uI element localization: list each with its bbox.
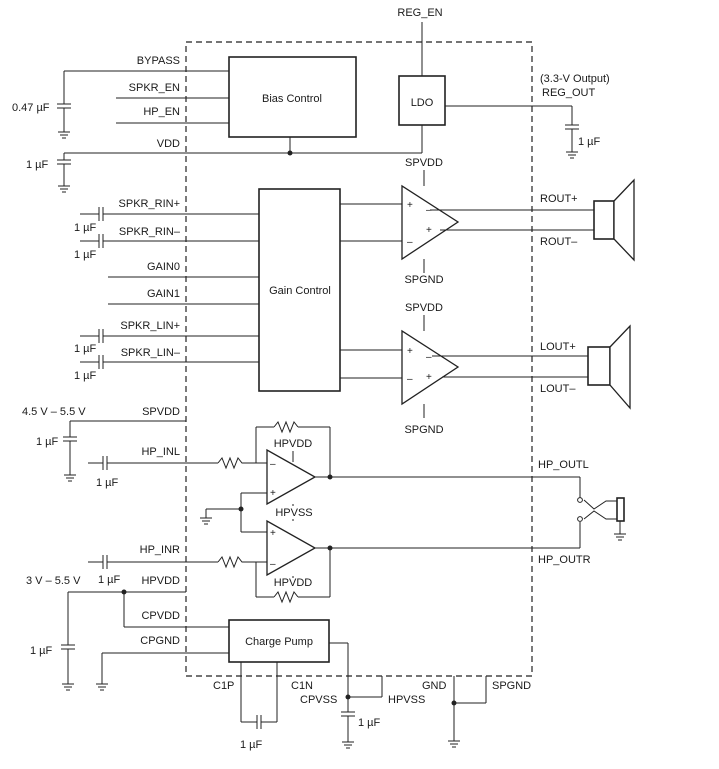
hp-inl-label: HP_INL — [141, 446, 180, 458]
cap-bypass-value: 0.47 µF — [12, 102, 50, 114]
amp-headphone-left — [266, 448, 317, 506]
pin-label-reg-out: REG_OUT — [542, 87, 595, 99]
pin-label-c1n: C1N — [291, 680, 313, 692]
pin-label-gain1: GAIN1 — [147, 288, 180, 300]
ground-icon — [448, 740, 460, 748]
svg-text:+: + — [426, 225, 432, 236]
pin-label-hpvss-bottom: HPVSS — [388, 694, 425, 706]
bias-control-label: Bias Control — [262, 93, 322, 105]
charge-pump-label: Charge Pump — [245, 636, 313, 648]
speaker-left-icon — [587, 324, 631, 410]
ldo-output-note: (3.3-V Output) — [540, 73, 610, 85]
svg-text:+: + — [270, 528, 276, 539]
ground-icon — [200, 517, 212, 525]
pin-label-cpvss: CPVSS — [300, 694, 337, 706]
pin-label-spkr-en: SPKR_EN — [129, 82, 180, 94]
capacitor-bypass — [57, 103, 71, 139]
svg-text:+: + — [426, 372, 432, 383]
amp-l-spgnd-label: SPGND — [404, 424, 443, 436]
amp-r-spvdd-label: SPVDD — [405, 157, 443, 169]
capacitor-vdd — [57, 159, 71, 193]
pin-label-spvdd: SPVDD — [142, 406, 180, 418]
ground-icon — [96, 683, 108, 691]
hpvdd-bottom-label: HPVDD — [274, 577, 313, 589]
pin-label-spkr-lin-pos: SPKR_LIN+ — [120, 320, 180, 332]
hpvss-mid-label: HPVSS — [275, 507, 312, 519]
pin-label-spkr-rin-neg: SPKR_RIN– — [119, 226, 181, 238]
svg-text:–: – — [426, 352, 432, 363]
ldo-block — [398, 75, 446, 126]
svg-text:+: + — [407, 200, 413, 211]
cap-vdd-value: 1 µF — [26, 159, 49, 171]
pin-label-bypass: BYPASS — [137, 55, 180, 67]
capacitor-hpvdd — [61, 644, 75, 691]
svg-text:–: – — [426, 205, 432, 216]
pin-label-lout-pos: LOUT+ — [540, 341, 576, 353]
pin-label-spkr-rin-pos: SPKR_RIN+ — [119, 198, 180, 210]
hp-inr-label: HP_INR — [140, 544, 180, 556]
pin-label-hp-en: HP_EN — [143, 106, 180, 118]
cap-spvdd-value: 1 µF — [36, 436, 59, 448]
cap-rin-neg-value: 1 µF — [74, 249, 97, 261]
cap-lin-pos-value: 1 µF — [74, 343, 97, 355]
hpvdd-top-label: HPVDD — [274, 438, 313, 450]
cap-flying-value: 1 µF — [240, 739, 263, 751]
spvdd-range-label: 4.5 V – 5.5 V — [22, 406, 86, 418]
svg-text:+: + — [407, 346, 413, 357]
capacitor-spvdd — [63, 436, 77, 482]
cap-hp-inr-value: 1 µF — [98, 574, 121, 586]
gain-control-label: Gain Control — [269, 285, 331, 297]
pin-label-hp-outr: HP_OUTR — [538, 554, 591, 566]
pin-label-cpvdd: CPVDD — [141, 610, 180, 622]
amp-l-spvdd-label: SPVDD — [405, 302, 443, 314]
pin-label-vdd: VDD — [157, 138, 180, 150]
amp-left-speaker — [401, 329, 460, 406]
pin-label-c1p: C1P — [213, 680, 234, 692]
svg-text:–: – — [407, 374, 413, 385]
amp-r-spgnd-label: SPGND — [404, 274, 443, 286]
headphone-jack-icon — [532, 476, 626, 549]
svg-text:–: – — [270, 559, 276, 570]
pin-label-rout-pos: ROUT+ — [540, 193, 578, 205]
capacitor-cpvss — [341, 711, 355, 749]
ic-boundary — [185, 41, 533, 677]
cap-reg-out-value: 1 µF — [578, 136, 601, 148]
speaker-right-icon — [593, 178, 635, 262]
pin-label-spkr-lin-neg: SPKR_LIN– — [121, 347, 181, 359]
charge-pump-block — [228, 619, 330, 663]
pin-label-hpvdd: HPVDD — [141, 575, 180, 587]
pin-label-lout-neg: LOUT– — [540, 383, 576, 395]
cap-cpvss-value: 1 µF — [358, 717, 381, 729]
pin-label-gain0: GAIN0 — [147, 261, 180, 273]
svg-text:–: – — [407, 237, 413, 248]
gain-control-block — [258, 188, 341, 392]
hpvdd-range-label: 3 V – 5.5 V — [26, 575, 81, 587]
amp-right-speaker — [401, 184, 460, 261]
pin-label-reg-en: REG_EN — [397, 7, 442, 19]
amp-headphone-right — [266, 519, 317, 577]
cap-lin-neg-value: 1 µF — [74, 370, 97, 382]
svg-text:–: – — [270, 459, 276, 470]
capacitor-reg-out — [565, 124, 579, 159]
pin-label-spgnd-bottom: SPGND — [492, 680, 531, 692]
pin-label-cpgnd: CPGND — [140, 635, 180, 647]
pin-label-hp-outl: HP_OUTL — [538, 459, 589, 471]
cap-hpvdd-value: 1 µF — [30, 645, 53, 657]
cap-hp-inl-value: 1 µF — [96, 477, 119, 489]
pin-label-rout-neg: ROUT– — [540, 236, 578, 248]
svg-text:+: + — [270, 488, 276, 499]
cap-rin-pos-value: 1 µF — [74, 222, 97, 234]
ldo-label: LDO — [411, 97, 434, 109]
bias-control-block — [228, 56, 357, 138]
pin-label-gnd: GND — [422, 680, 447, 692]
